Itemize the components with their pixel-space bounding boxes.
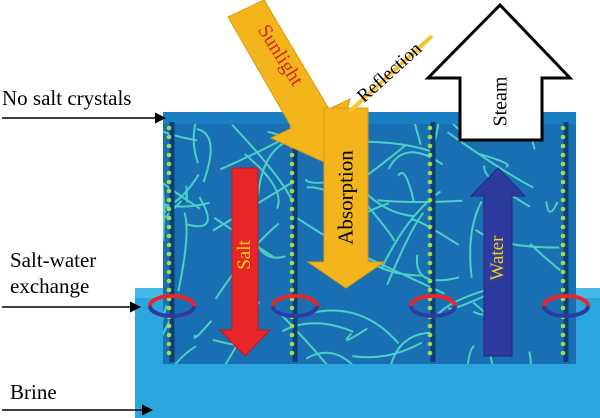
brine-label: Brine [10,380,57,404]
water-label: Water [487,235,508,281]
water-arrow [469,167,527,357]
reflection-arrow [347,34,434,114]
exchange-swirls [148,294,590,318]
absorption-arrow [306,107,386,289]
salt-label: Salt [234,240,255,270]
salt-arrow [218,167,272,357]
no-salt-crystals-label: No salt crystals [2,86,132,110]
steam-label: Steam [489,76,512,127]
absorption-label: Absorption [333,150,358,245]
exchange-label: exchange [10,274,90,298]
salt-water-label: Salt-water [10,248,97,272]
steam-arrow [424,2,574,142]
